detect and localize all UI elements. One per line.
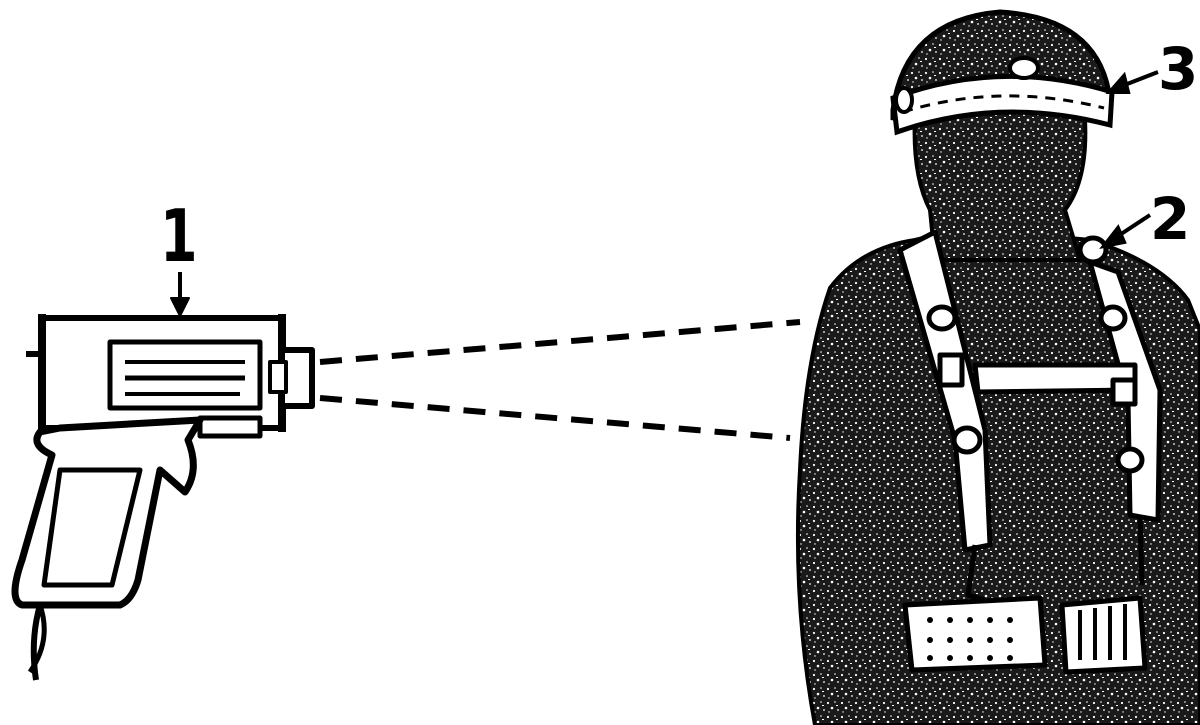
harness-sensor [1118,449,1142,471]
shoulder-sensor [1080,238,1106,262]
harness-sensor [1101,307,1125,329]
belt-right [1062,598,1145,672]
helmet-sensor-dome [1010,58,1038,78]
harness-sensor [954,428,980,452]
gun-window [110,342,260,408]
callout-label-2: 2 [1150,190,1190,248]
soldier-target [798,12,1200,725]
callout-label-3: 3 [1158,40,1198,98]
laser-transmitter-gun [15,272,312,680]
callout-label-1: 1 [160,200,198,272]
belt-left [905,598,1045,670]
laser-beam [320,322,800,438]
harness-sensor [929,307,955,329]
